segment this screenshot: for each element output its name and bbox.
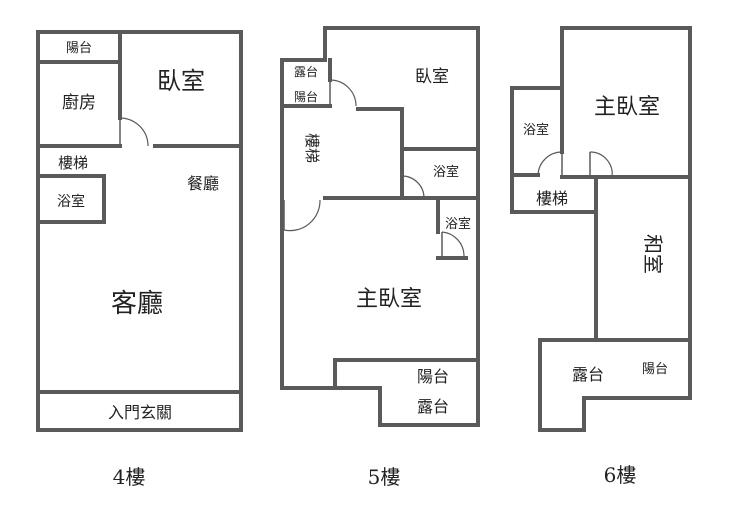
floor-4-entrance-label: 入門玄關: [108, 403, 172, 422]
floor-4-bath-label: 浴室: [57, 193, 85, 210]
floor-4-kitchen-label: 廚房: [62, 92, 96, 113]
floor-5-stairs-label: 樓梯: [303, 133, 321, 163]
floor-5-doors: [283, 79, 465, 257]
floor-4-walls: [36, 30, 243, 432]
floor-5-bath-2-label: 浴室: [445, 216, 471, 232]
floor-4-title: 4樓: [113, 465, 146, 489]
floor-6-walls: [510, 26, 692, 432]
floor-5-balcony-bottom-label: 陽台: [417, 367, 449, 386]
floor-6-title: 6樓: [604, 463, 637, 487]
floor-4-living-room-label: 客廳: [111, 289, 163, 319]
floor-6-balcony-label: 陽台: [642, 362, 668, 377]
floor-5-bath-1-label: 浴室: [433, 164, 459, 180]
floor-5-balcony-label: 陽台: [294, 89, 318, 104]
floor-4-dining-label: 餐廳: [187, 174, 219, 193]
floor-6-bath-label: 浴室: [523, 122, 549, 138]
floor-6-doors: [537, 151, 613, 178]
floor-6-stairs-label: 樓梯: [536, 189, 568, 208]
floor-6-japanese-room-label: 和室: [641, 234, 665, 274]
floor-6-master-bedroom-label: 主臥室: [594, 95, 660, 120]
floor-6-terrace-label: 露台: [572, 365, 604, 384]
floor-5-terrace-label: 露台: [294, 64, 318, 79]
floor-5-title: 5樓: [368, 465, 401, 489]
floor-5-bedroom-label: 臥室: [415, 67, 449, 87]
floor-4-bedroom-label: 臥室: [157, 67, 205, 95]
floor-4-door: [119, 117, 149, 147]
floor-5-master-bedroom-label: 主臥室: [356, 287, 422, 312]
floor-4-stairs-label: 樓梯: [58, 154, 88, 172]
floor-5-plan: 露台 陽台 臥室 樓梯 浴室 浴室 主臥室 陽台 露台: [280, 26, 480, 427]
floor-4-plan: 陽台 廚房 臥室 樓梯 餐廳 浴室 客廳 入門玄關: [36, 30, 243, 432]
floor-5-terrace-bottom-label: 露台: [417, 397, 449, 416]
floor-6-plan: 主臥室 浴室 樓梯 和室 露台 陽台: [510, 26, 692, 432]
floor-4-balcony-label: 陽台: [66, 41, 92, 56]
